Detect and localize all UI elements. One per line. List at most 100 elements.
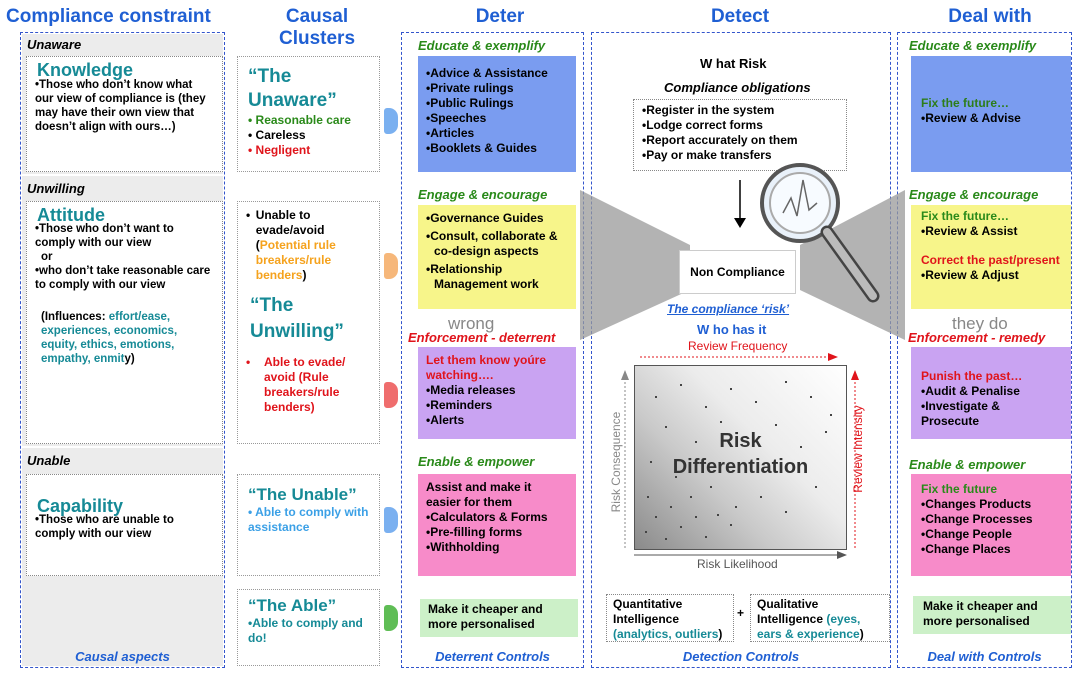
risk-consequence-arrow bbox=[621, 370, 629, 548]
deal-engage-green: Fix the future… bbox=[921, 209, 1010, 223]
deal-engage-item-1: •Review & Assist bbox=[921, 224, 1018, 238]
deal-educate-box: Fix the future… •Review & Advise bbox=[911, 56, 1071, 172]
review-frequency-arrow bbox=[640, 353, 838, 361]
risk-scatter bbox=[645, 381, 832, 540]
attitude-item-1: Those who don’t want to comply with our … bbox=[35, 222, 214, 250]
cluster-unable-title: “The Unable” bbox=[248, 485, 357, 504]
what-risk: W hat Risk bbox=[700, 56, 767, 71]
cluster-unaware-item-2: • Careless bbox=[248, 128, 306, 142]
deter-educate-box: Advice & Assistance Private rulings Publ… bbox=[418, 56, 576, 172]
capability-text: Those who are unable to comply with our … bbox=[35, 513, 214, 541]
deter-enable-box: Assist and make it easier for them Calcu… bbox=[418, 474, 576, 576]
deter-enforce-red: Let them know yoúre watching…. bbox=[426, 353, 547, 382]
deal-educate-label: Educate & exemplify bbox=[909, 38, 1037, 53]
cluster-unaware-item-1: • Reasonable care bbox=[248, 113, 351, 127]
risk-likelihood-arrow bbox=[634, 551, 847, 559]
risk-matrix: Risk Differentiation bbox=[634, 365, 847, 550]
header-deter: Deter bbox=[475, 6, 525, 27]
cluster-able-title: “The Able” bbox=[248, 596, 337, 615]
header-causal-clusters: Causal Clusters bbox=[278, 6, 356, 49]
header-deal-with: Deal with bbox=[948, 6, 1032, 27]
deter-cheaper-box: Make it cheaper and more personalised bbox=[420, 599, 578, 637]
cluster-unaware: “The Unaware” • Reasonable care • Carele… bbox=[237, 56, 380, 172]
unable-evade-text: Unable to evade/avoid bbox=[255, 208, 325, 237]
ghost-wrong: wrong bbox=[448, 314, 495, 333]
column-deter bbox=[401, 32, 584, 668]
deal-engage-label: Engage & encourage bbox=[909, 187, 1039, 202]
footer-deterrent-controls: Deterrent Controls bbox=[435, 649, 550, 664]
column-detect bbox=[591, 32, 891, 668]
deter-educate-label: Educate & exemplify bbox=[418, 38, 546, 53]
deter-enforce-label: Enforcement - deterrent bbox=[408, 330, 556, 345]
cluster-unwilling-title: “The Unwilling” bbox=[250, 295, 344, 342]
cluster-unwilling: • Unable to evade/avoid (Potential rule … bbox=[237, 201, 380, 444]
quantitative-box: Quantitative Intelligence (analytics, ou… bbox=[606, 594, 734, 642]
attitude-box: Attitude Those who don’t want to comply … bbox=[26, 201, 223, 444]
footer-causal-aspects: Causal aspects bbox=[75, 649, 170, 664]
cluster-unaware-item-3: • Negligent bbox=[248, 143, 311, 157]
deal-educate-item: •Review & Advise bbox=[921, 111, 1021, 125]
deal-enforce-box: Punish the past… •Audit & Penalise •Inve… bbox=[911, 347, 1071, 439]
brace-arrow-red bbox=[384, 382, 398, 408]
brace-arrow-blue-2 bbox=[384, 507, 398, 533]
ghost-they-do: they do bbox=[952, 314, 1008, 333]
cluster-able-sub: •Able to comply and do! bbox=[248, 616, 363, 645]
deter-enforce-box: Let them know yoúre watching…. Media re… bbox=[418, 347, 576, 439]
review-frequency: Review Frequency bbox=[688, 339, 788, 353]
review-intensity-arrow bbox=[851, 370, 859, 548]
deter-enable-label: Enable & empower bbox=[418, 454, 535, 469]
compliance-risk-link[interactable]: The compliance ‘risk’ bbox=[667, 302, 790, 316]
unwilling-label: Unwilling bbox=[27, 181, 85, 196]
non-compliance-box: Non Compliance bbox=[679, 250, 796, 294]
header-detect: Detect bbox=[710, 6, 770, 27]
deal-engage-item-2: •Review & Adjust bbox=[921, 268, 1019, 282]
deal-engage-box: Fix the future… •Review & Assist Correct… bbox=[911, 205, 1071, 309]
risk-consequence: Risk Consequence bbox=[609, 411, 623, 513]
cluster-able: “The Able” •Able to comply and do! bbox=[237, 589, 380, 666]
attitude-title: Attitude bbox=[37, 205, 105, 225]
header-compliance-constraint: Compliance constraint bbox=[6, 6, 211, 27]
brace-arrow-blue bbox=[384, 108, 398, 134]
brace-arrow-green bbox=[384, 605, 398, 631]
brace-arrow-orange bbox=[384, 253, 398, 279]
review-intensity: Review Intensity bbox=[851, 405, 865, 493]
risk-differentiation-label: Risk Differentiation bbox=[672, 430, 809, 478]
deal-enable-green: Fix the future bbox=[921, 482, 998, 496]
influences: (Influences: effort/ease, experiences, e… bbox=[41, 311, 178, 365]
deal-cheaper-box: Make it cheaper and more personalised bbox=[913, 596, 1071, 634]
qualitative-box: Qualitative Intelligence (eyes, ears & e… bbox=[750, 594, 890, 642]
magnifying-glass-icon bbox=[760, 163, 880, 303]
compliance-obligations: Compliance obligations bbox=[664, 80, 811, 95]
knowledge-text: Those who don’t know what our view of co… bbox=[35, 78, 214, 134]
deal-engage-red: Correct the past/present bbox=[921, 253, 1060, 267]
cluster-unaware-title: “The Unaware” bbox=[248, 66, 337, 111]
attitude-item-2: who don’t take reasonable care to comply… bbox=[35, 264, 214, 292]
cluster-unable-sub: Able to comply with assistance bbox=[248, 505, 369, 534]
deter-engage-box: Governance Guides Consult, collaborate &… bbox=[418, 205, 576, 309]
knowledge-title: Knowledge bbox=[37, 60, 134, 80]
deter-enable-intro: Assist and make it easier for them bbox=[426, 480, 532, 509]
unable-label: Unable bbox=[27, 453, 71, 468]
deal-enable-box: Fix the future Changes Products Change P… bbox=[911, 474, 1071, 576]
deal-enforce-label: Enforcement - remedy bbox=[908, 330, 1046, 345]
footer-deal-with-controls: Deal with Controls bbox=[927, 649, 1042, 664]
knowledge-box: Knowledge Those who don’t know what our … bbox=[26, 56, 223, 172]
risk-likelihood: Risk Likelihood bbox=[697, 557, 778, 571]
who-has-it: W ho has it bbox=[697, 322, 767, 337]
deter-engage-label: Engage & encourage bbox=[418, 187, 548, 202]
down-arrow bbox=[734, 180, 746, 228]
cluster-unable: “The Unable” • Able to comply with assis… bbox=[237, 474, 380, 576]
unable-evade-sub: (Potential rule breakers/rule benders) bbox=[255, 238, 336, 282]
plus-sign: + bbox=[737, 606, 745, 620]
column-deal-with bbox=[897, 32, 1072, 668]
capability-box: Capability Those who are unable to compl… bbox=[26, 474, 223, 576]
unaware-label: Unaware bbox=[27, 37, 82, 52]
able-evade-text: Able to evade/ avoid (Rule breakers/rule… bbox=[264, 355, 346, 414]
deal-enforce-red: Punish the past… bbox=[921, 369, 1023, 383]
attitude-or: or bbox=[41, 251, 53, 263]
deal-enable-label: Enable & empower bbox=[909, 457, 1026, 472]
column-compliance-constraint bbox=[20, 32, 225, 668]
capability-title: Capability bbox=[37, 496, 124, 516]
deal-educate-green: Fix the future… bbox=[921, 96, 1010, 110]
footer-detection-controls: Detection Controls bbox=[682, 649, 800, 664]
